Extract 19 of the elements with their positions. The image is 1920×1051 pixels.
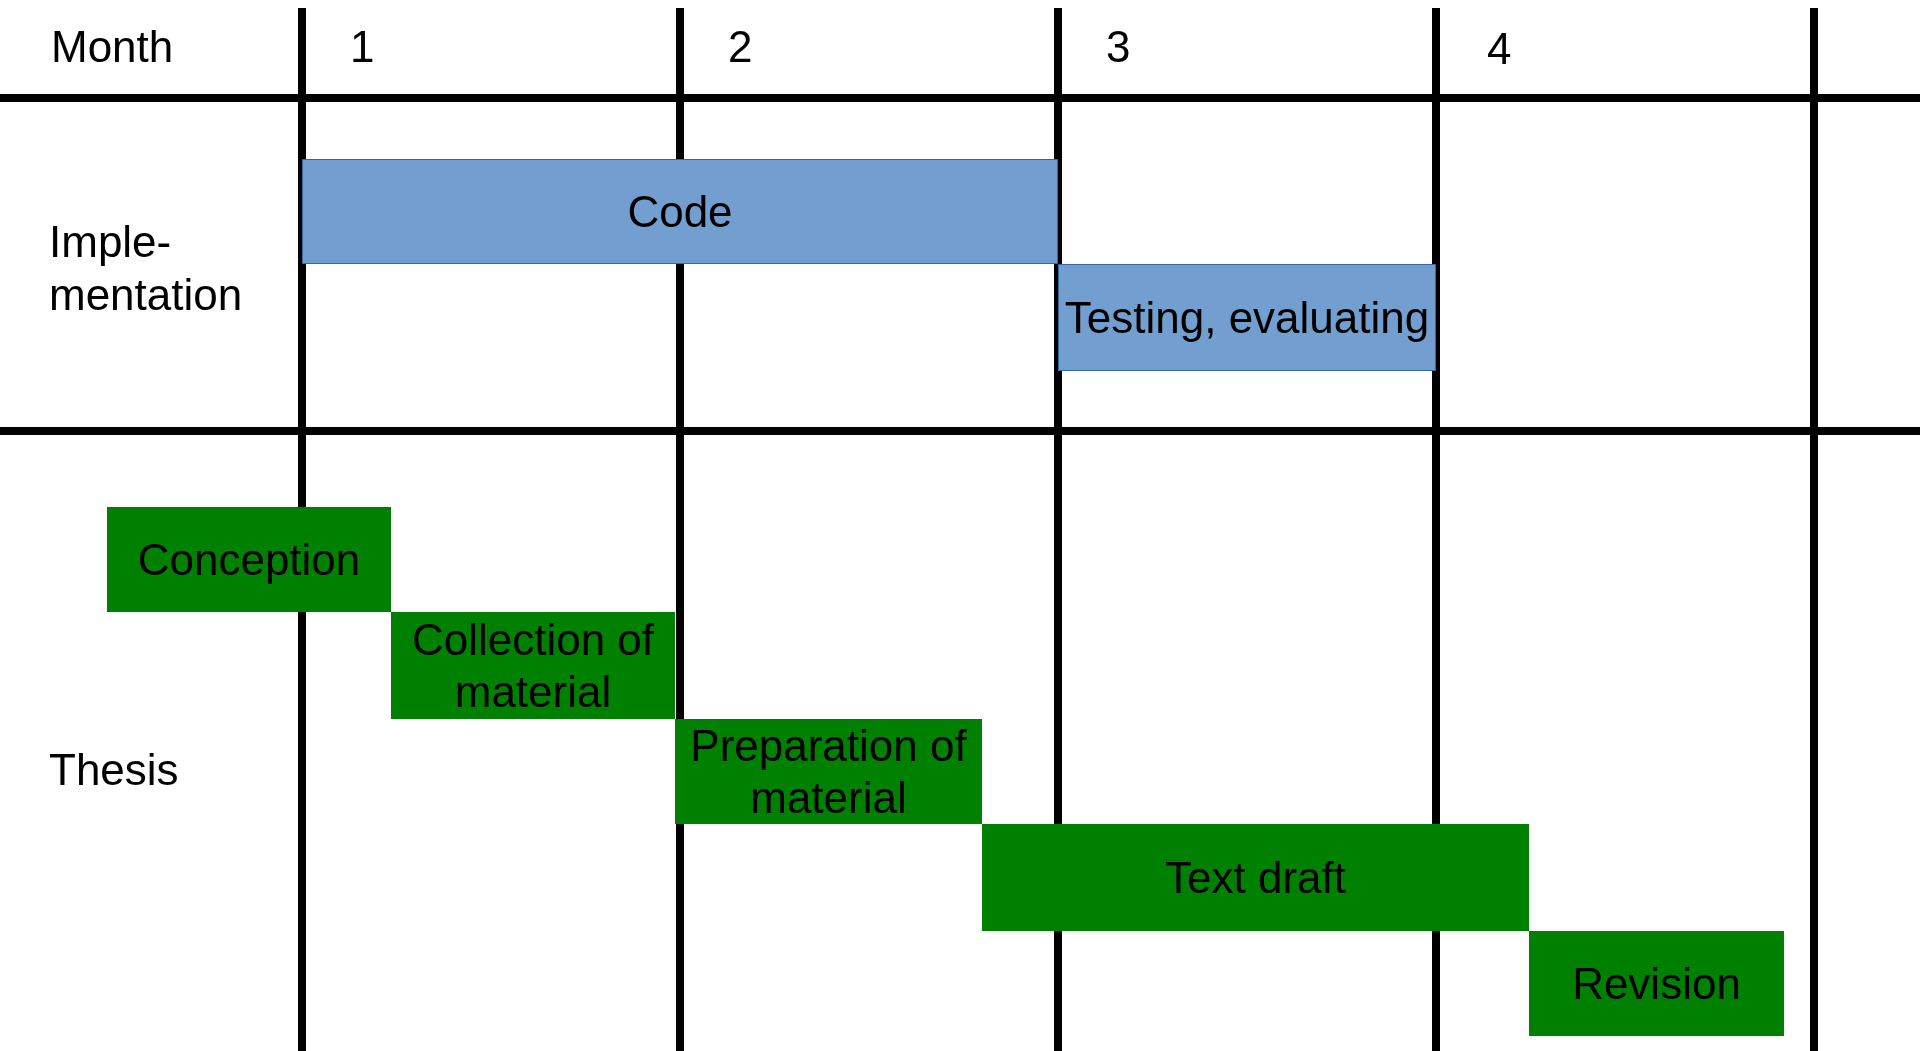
task-label: Code xyxy=(627,185,733,238)
row-header: Imple- mentation xyxy=(49,216,244,321)
task-label: Text draft xyxy=(1165,851,1346,904)
task-bar xyxy=(1058,264,1436,371)
month-number: 1 xyxy=(350,21,375,73)
task-label: Preparation of material xyxy=(689,719,968,824)
row-header: Thesis xyxy=(49,744,179,796)
task-label: Collection of material xyxy=(410,613,656,718)
task-bar xyxy=(302,159,1058,264)
task-label: Revision xyxy=(1572,957,1741,1010)
task-label: Conception xyxy=(137,533,361,586)
task-label: Testing, evaluating xyxy=(1064,291,1430,344)
month-number: 4 xyxy=(1487,23,1512,75)
task-bar xyxy=(107,507,391,612)
task-bar xyxy=(1529,931,1784,1036)
task-bar xyxy=(982,824,1529,931)
column-header: Month xyxy=(51,21,174,73)
month-number: 3 xyxy=(1106,21,1131,73)
month-number: 2 xyxy=(728,21,753,73)
